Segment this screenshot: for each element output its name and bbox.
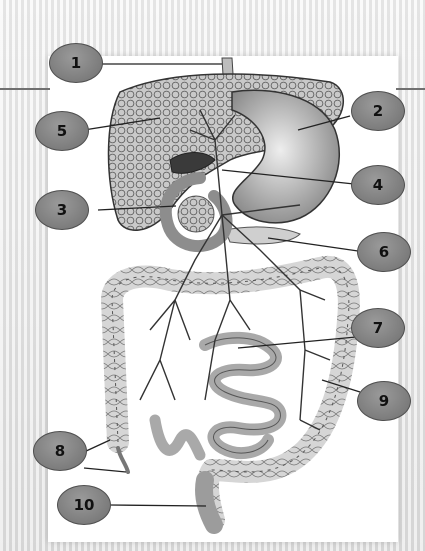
label-marker-8: 8	[33, 431, 87, 471]
label-marker-2: 2	[351, 91, 405, 131]
label-marker-5: 5	[35, 111, 89, 151]
label-marker-6: 6	[357, 232, 411, 272]
label-marker-7: 7	[351, 308, 405, 348]
label-marker-3: 3	[35, 190, 89, 230]
label-marker-1: 1	[49, 43, 103, 83]
small-intestine	[205, 338, 280, 453]
label-marker-9: 9	[357, 381, 411, 421]
label-marker-10: 10	[57, 485, 111, 525]
rectum	[204, 480, 214, 525]
label-marker-4: 4	[351, 165, 405, 205]
duodenum-loop	[178, 196, 214, 232]
small-intestine-lower	[155, 420, 200, 455]
